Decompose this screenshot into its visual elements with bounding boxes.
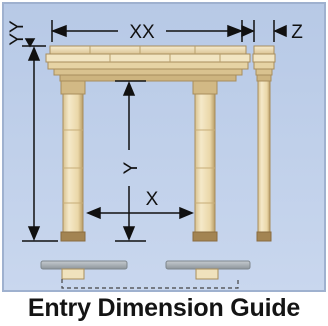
right-base-slab <box>165 260 251 270</box>
front-view-entry <box>45 45 251 242</box>
label-y: Y <box>121 161 142 174</box>
dimension-yy <box>22 38 46 48</box>
right-column <box>192 80 218 242</box>
side-view-entry <box>252 45 276 242</box>
left-base-slab <box>40 260 128 270</box>
label-z: Z <box>291 22 303 43</box>
base-slabs <box>40 260 251 289</box>
dimension-lines <box>22 20 287 242</box>
dimension-x <box>86 206 194 220</box>
dimension-xx <box>50 20 244 42</box>
dimension-overall-height <box>22 46 58 242</box>
label-xx: XX <box>129 22 155 43</box>
diagram-title: Entry Dimension Guide <box>27 294 301 322</box>
left-column <box>60 80 86 242</box>
label-yy: YY <box>7 20 28 46</box>
left-plinth <box>61 268 85 280</box>
header-beam <box>45 45 251 82</box>
footprint-dashed-outline <box>61 279 239 289</box>
label-x: X <box>146 189 159 210</box>
dimension-z <box>241 20 287 42</box>
dimension-y <box>115 80 146 242</box>
right-plinth <box>195 268 219 280</box>
